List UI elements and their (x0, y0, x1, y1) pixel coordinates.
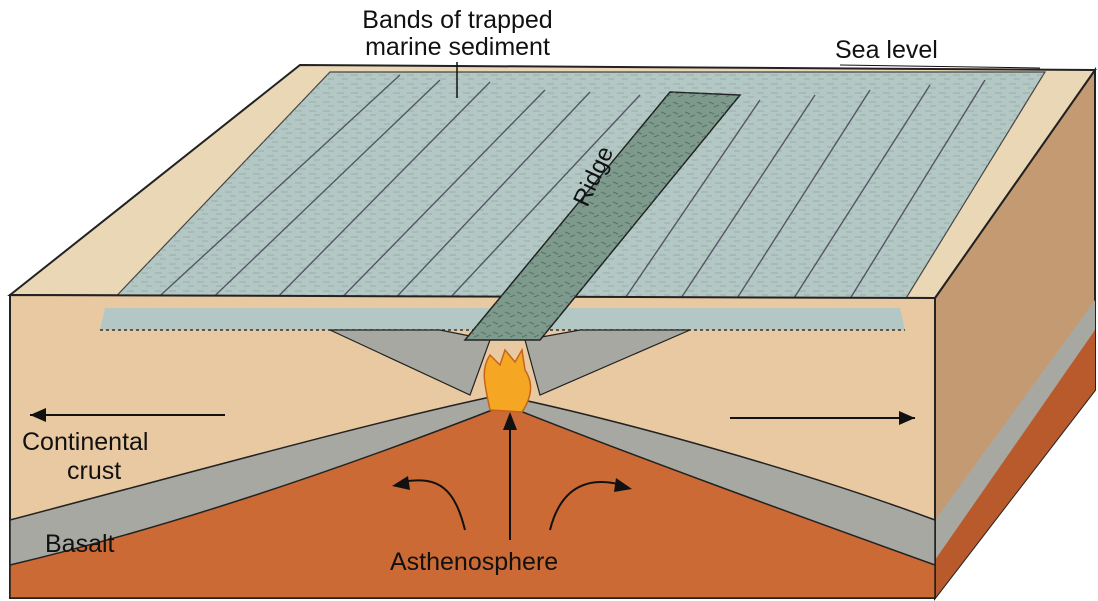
continental-crust-line2: crust (22, 459, 148, 484)
bands-label-line1: Bands of trapped (300, 8, 615, 33)
continental-crust-label: Continental crust (22, 430, 148, 484)
sea-level-label: Sea level (835, 38, 938, 63)
basalt-label: Basalt (45, 532, 114, 557)
magma-plume (484, 350, 530, 412)
bands-label-line2: marine sediment (300, 35, 615, 60)
continental-crust-line1: Continental (22, 430, 148, 455)
bands-label: Bands of trapped marine sediment (300, 8, 615, 60)
asthenosphere-label: Asthenosphere (390, 550, 558, 575)
